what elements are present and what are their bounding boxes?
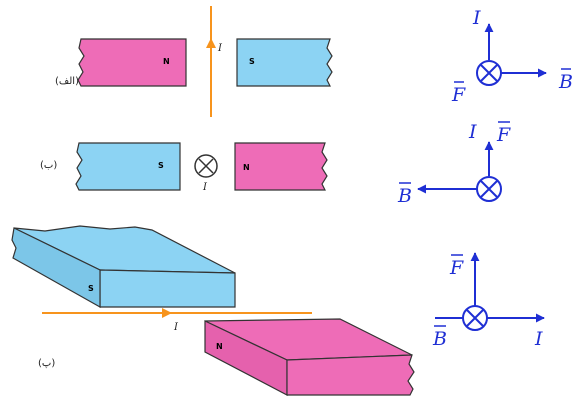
vector-diagram-b: I F B [397,121,511,207]
pole-label-north-c: N [216,342,223,351]
magnet-south-b [75,142,181,191]
slab-south-side [11,227,101,309]
current-vector-label-c: I [534,328,543,350]
part-b: S N I (ب) I F B [40,121,511,207]
current-vector-label-b: I [468,121,477,143]
slab-south-front [99,269,236,308]
current-label-c: I [173,322,179,333]
field-vector-label-c: B [432,328,447,350]
part-label-c: (پ) [38,358,55,369]
force-vector-label-a: F [451,84,466,106]
into-page-cross-c [466,309,484,327]
into-page-cross-a [480,64,498,82]
force-vector-label-c: F [449,257,464,279]
magnet-south-a [236,38,333,87]
field-vector-label-a: B [558,71,573,93]
pole-label-south-c: S [88,284,94,293]
vector-diagram-c: F B I [432,252,545,350]
current-vector-label-a: I [472,7,481,29]
pole-label-south-b: S [158,161,164,170]
current-label-b: I [202,182,208,193]
into-page-cross-b [480,180,498,198]
part-c: S N I (پ) F B I [11,225,545,396]
field-vector-label-b: B [397,185,412,207]
magnet-north-slab: N [204,318,415,396]
current-arrow-c [162,308,172,318]
force-vector-label-b: F [496,124,511,146]
part-a: N S I (الف) I B F [55,6,573,117]
part-label-a: (الف) [55,76,79,87]
vector-diagram-a: I B F [451,7,573,106]
pole-label-south-a: S [249,57,255,66]
magnet-south-slab: S [11,225,236,309]
wire-into-page-b [194,154,218,178]
magnet-north-b [234,142,328,191]
current-arrow-a [206,38,216,48]
pole-label-north-a: N [163,57,170,66]
current-label-a: I [217,43,223,54]
pole-label-north-b: N [243,163,250,172]
part-label-b: (ب) [40,160,57,171]
magnet-north-a [77,38,187,87]
slab-north-front [286,354,415,396]
